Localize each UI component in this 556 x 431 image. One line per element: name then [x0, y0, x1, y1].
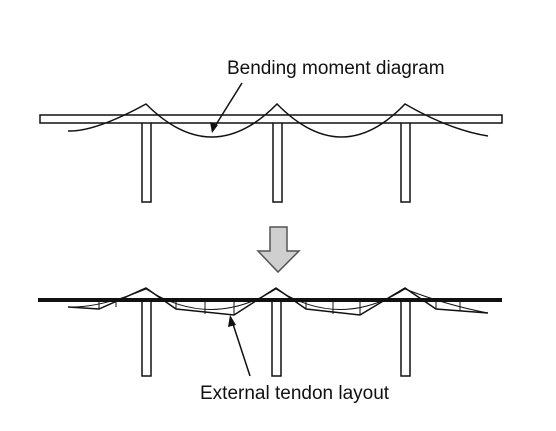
- bottom-girder: [38, 298, 502, 302]
- bottom-leader-arrowhead: [228, 315, 236, 327]
- top-label: Bending moment diagram: [227, 58, 445, 79]
- top-pier-2: [272, 120, 283, 203]
- bottom-pier-1: [141, 299, 152, 377]
- bottom-pier-3: [400, 299, 411, 377]
- top-pier-1: [141, 120, 152, 203]
- top-leader-arrowhead: [210, 122, 218, 133]
- bottom-label: External tendon layout: [200, 383, 390, 404]
- top-pier-3: [400, 120, 411, 203]
- top-leader-line: [211, 82, 243, 132]
- bottom-leader-line: [230, 317, 251, 377]
- down-arrow-icon: [256, 226, 301, 274]
- deviators: [98, 302, 461, 315]
- bottom-pier-2: [271, 299, 282, 377]
- top-girder: [39, 114, 503, 124]
- bottom-moment-curve: [67, 288, 489, 314]
- bending-moment-curve: [67, 102, 489, 138]
- top-figure: [39, 114, 503, 203]
- bottom-figure: [141, 299, 411, 377]
